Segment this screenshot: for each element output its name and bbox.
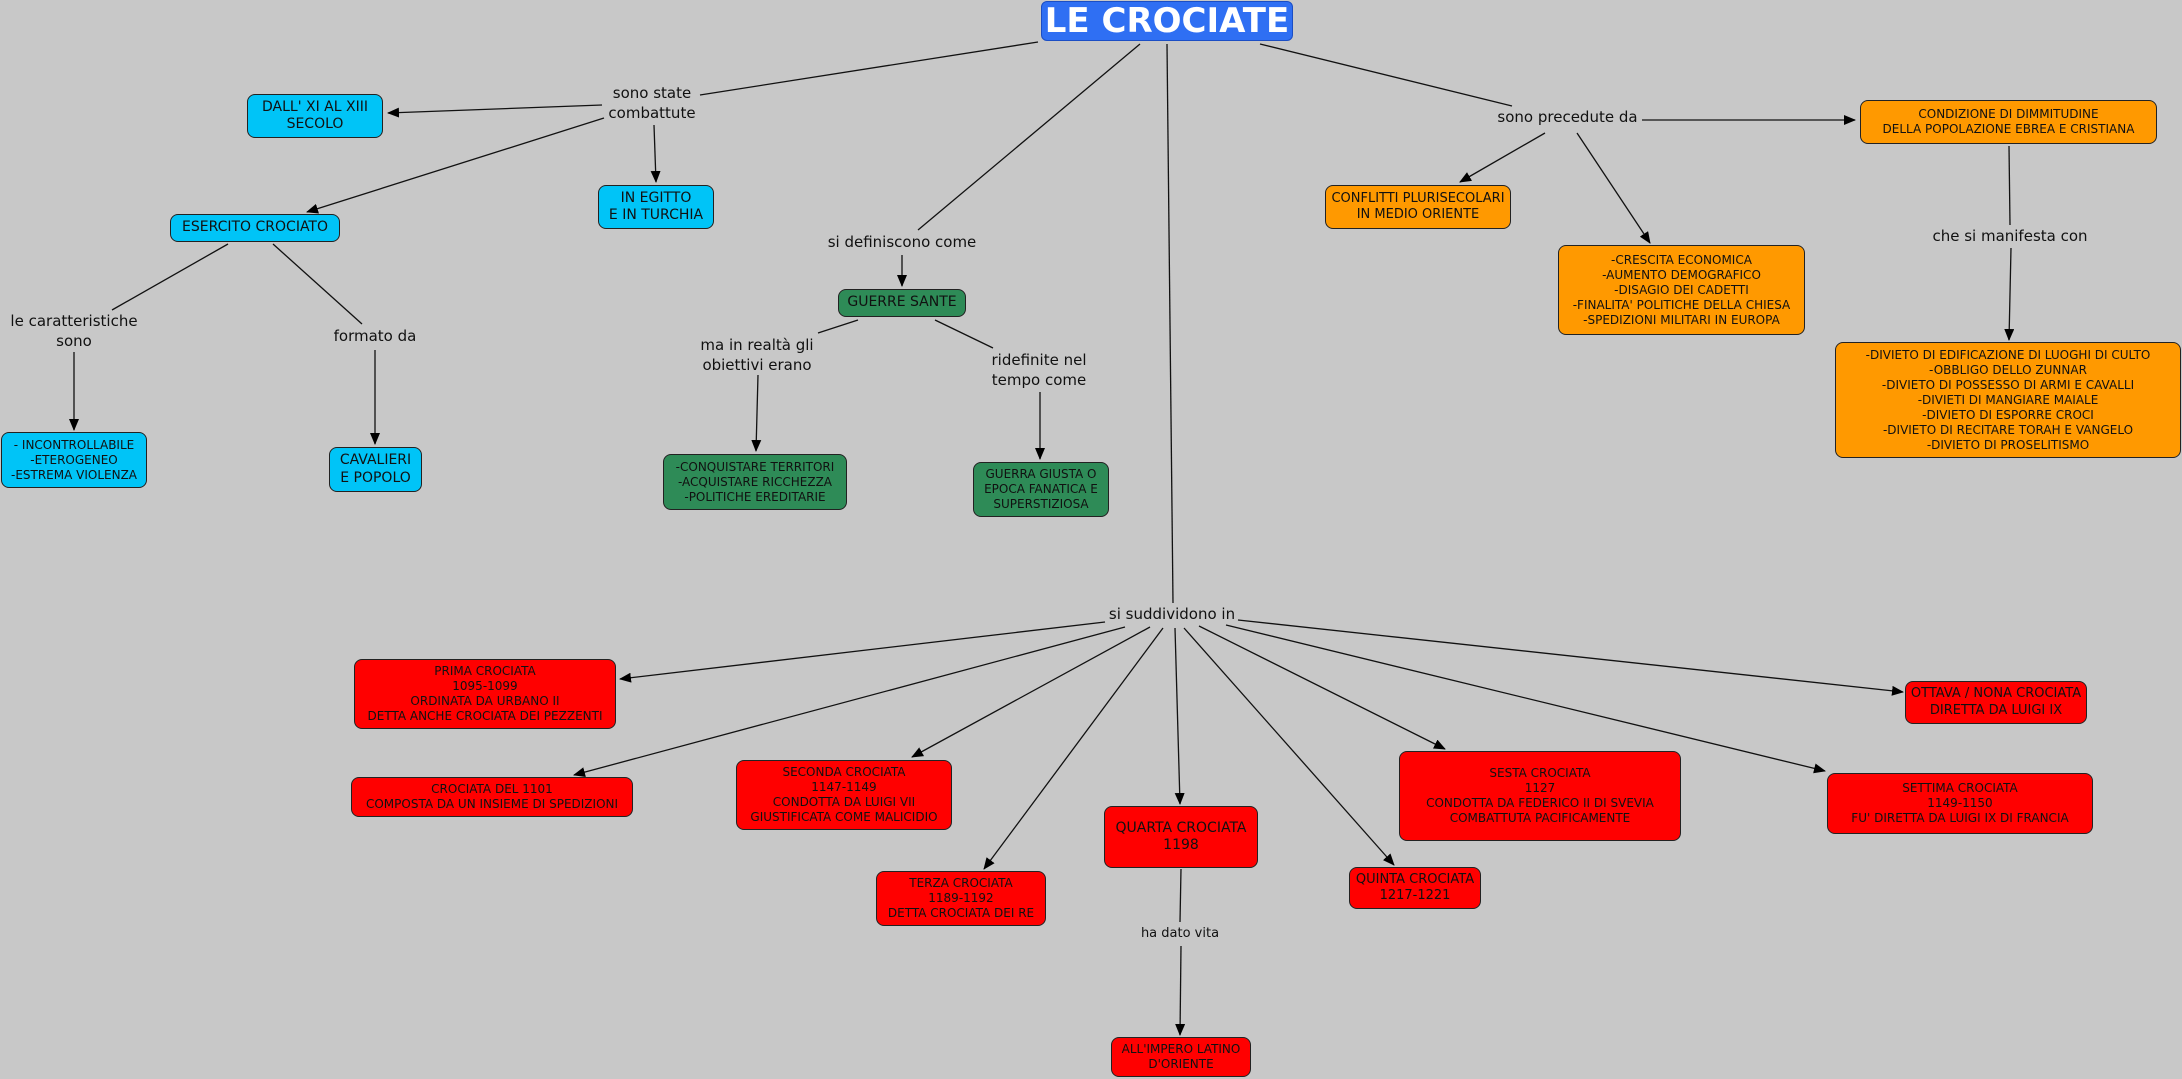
node-esercito-crociato[interactable]: ESERCITO CROCIATO: [170, 214, 340, 242]
label-ridefinite-nel-tempo: ridefinite nel tempo come: [991, 351, 1087, 389]
node-prima-crociata[interactable]: PRIMA CROCIATA 1095-1099 ORDINATA DA URB…: [354, 659, 616, 729]
label-si-definiscono-come: si definiscono come: [827, 233, 977, 251]
node-guerre-sante[interactable]: GUERRE SANTE: [838, 289, 966, 317]
node-crescita-economica[interactable]: -CRESCITA ECONOMICA -AUMENTO DEMOGRAFICO…: [1558, 245, 1805, 335]
node-conquistare-territori[interactable]: -CONQUISTARE TERRITORI -ACQUISTARE RICCH…: [663, 454, 847, 510]
node-conflitti-plurisecolari[interactable]: CONFLITTI PLURISECOLARI IN MEDIO ORIENTE: [1325, 185, 1511, 229]
node-settima-crociata[interactable]: SETTIMA CROCIATA 1149-1150 FU' DIRETTA D…: [1827, 773, 2093, 834]
label-che-si-manifesta-con: che si manifesta con: [1932, 227, 2088, 245]
label-caratteristiche-sono: le caratteristiche sono: [10, 312, 138, 350]
node-condizione-di-dimmitudine[interactable]: CONDIZIONE DI DIMMITUDINE DELLA POPOLAZI…: [1860, 100, 2157, 144]
label-ma-in-realta: ma in realtà gli obiettivi erano: [700, 336, 814, 374]
node-seconda-crociata[interactable]: SECONDA CROCIATA 1147-1149 CONDOTTA DA L…: [736, 760, 952, 830]
label-si-suddividono-in: si suddividono in: [1108, 605, 1236, 623]
node-guerra-giusta[interactable]: GUERRA GIUSTA O EPOCA FANATICA E SUPERST…: [973, 462, 1109, 517]
label-formato-da: formato da: [333, 327, 417, 345]
node-quinta-crociata[interactable]: QUINTA CROCIATA 1217-1221: [1349, 867, 1481, 909]
label-sono-precedute-da: sono precedute da: [1497, 108, 1638, 126]
node-in-egitto-e-in-turchia[interactable]: IN EGITTO E IN TURCHIA: [598, 185, 714, 229]
node-dall-xi-al-xiii-secolo[interactable]: DALL' XI AL XIII SECOLO: [247, 94, 383, 138]
label-sono-state-combattute: sono state combattute: [608, 84, 696, 122]
node-cavalieri-e-popolo[interactable]: CAVALIERI E POPOLO: [329, 447, 422, 492]
node-ottava-nona-crociata[interactable]: OTTAVA / NONA CROCIATA DIRETTA DA LUIGI …: [1905, 681, 2087, 724]
node-crociata-del-1101[interactable]: CROCIATA DEL 1101 COMPOSTA DA UN INSIEME…: [351, 777, 633, 817]
node-terza-crociata[interactable]: TERZA CROCIATA 1189-1192 DETTA CROCIATA …: [876, 871, 1046, 926]
label-ha-dato-vita: ha dato vita: [1140, 926, 1220, 941]
node-incontrollabile[interactable]: - INCONTROLLABILE -ETEROGENEO -ESTREMA V…: [1, 432, 147, 488]
node-quarta-crociata[interactable]: QUARTA CROCIATA 1198: [1104, 806, 1258, 868]
node-impero-latino-d-oriente[interactable]: ALL'IMPERO LATINO D'ORIENTE: [1111, 1037, 1251, 1077]
title-node[interactable]: LE CROCIATE: [1041, 1, 1293, 41]
node-sesta-crociata[interactable]: SESTA CROCIATA 1127 CONDOTTA DA FEDERICO…: [1399, 751, 1681, 841]
node-divieti[interactable]: -DIVIETO DI EDIFICAZIONE DI LUOGHI DI CU…: [1835, 342, 2181, 458]
